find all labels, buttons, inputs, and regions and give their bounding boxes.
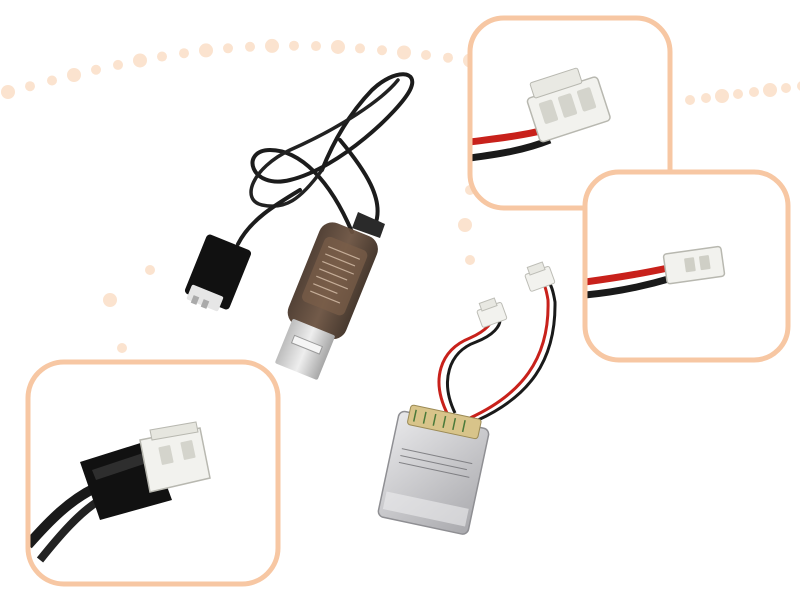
decorative-dot xyxy=(397,45,411,60)
decorative-dot xyxy=(458,218,472,232)
decorative-dot xyxy=(781,83,791,93)
decorative-dot xyxy=(25,81,35,92)
decorative-dot xyxy=(91,64,101,75)
decorative-dot xyxy=(133,53,147,68)
decorative-dot xyxy=(223,43,233,54)
decorative-dot xyxy=(749,87,759,97)
black-jst-plug xyxy=(184,234,252,312)
decorative-dot xyxy=(797,81,800,91)
decorative-dot xyxy=(763,83,777,97)
decorative-dot xyxy=(701,93,711,103)
lipo-battery xyxy=(377,261,557,535)
jst-connector-icon xyxy=(662,245,726,285)
decorative-dot xyxy=(117,343,127,353)
decorative-dot xyxy=(421,50,431,61)
decorative-dots xyxy=(1,38,800,353)
decorative-dot xyxy=(443,52,453,63)
decorative-dot xyxy=(179,48,189,59)
decorative-dot xyxy=(265,38,279,53)
black-jst-plug xyxy=(80,421,211,520)
decorative-dot xyxy=(715,89,729,103)
decorative-dot xyxy=(355,43,365,54)
usb-charging-cable xyxy=(184,72,415,380)
decorative-dot xyxy=(67,68,81,83)
decorative-dot xyxy=(311,41,321,52)
decorative-dot xyxy=(157,51,167,62)
decorative-dot xyxy=(331,39,345,54)
jst-connector-icon xyxy=(139,421,211,493)
decorative-dot xyxy=(113,59,123,70)
decorative-dot xyxy=(103,293,117,307)
decorative-dot xyxy=(245,41,255,52)
connector-closeup-bottom-left xyxy=(25,359,281,587)
usb-charger-body xyxy=(275,212,385,380)
decorative-dot xyxy=(465,255,475,265)
jst-connector-icon xyxy=(526,67,611,143)
connector-closeup-right xyxy=(582,169,791,363)
decorative-dot xyxy=(145,265,155,275)
decorative-dot xyxy=(199,43,213,58)
decorative-dot xyxy=(733,89,743,99)
decorative-dot xyxy=(377,45,387,56)
decorative-dot xyxy=(685,95,695,105)
decorative-dot xyxy=(1,85,15,99)
decorative-dot xyxy=(47,75,57,86)
decorative-dot xyxy=(289,40,299,51)
